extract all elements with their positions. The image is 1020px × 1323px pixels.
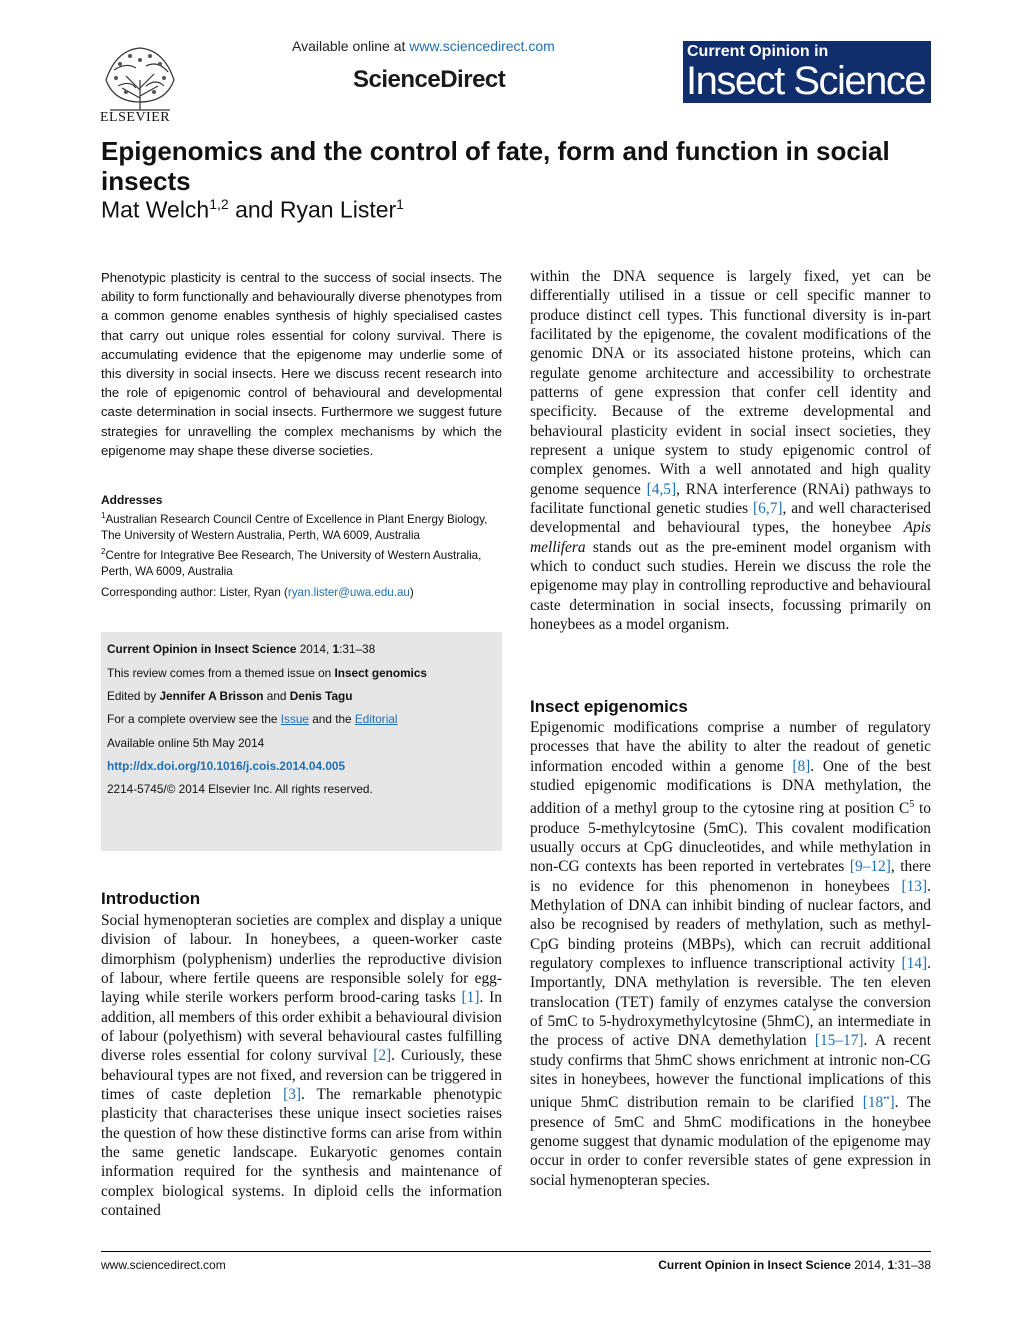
body-text: . In addition, all members of this order…: [101, 989, 502, 1065]
article-info-box: Current Opinion in Insect Science 2014, …: [101, 632, 502, 851]
corresponding-email-link[interactable]: ryan.lister@uwa.edu.au: [287, 586, 410, 599]
address-sup: 2: [101, 546, 106, 556]
infobox-journal: Current Opinion in Insect Science: [107, 642, 297, 656]
author-separator: and: [228, 196, 280, 223]
addresses-heading: Addresses: [101, 493, 163, 507]
elsevier-wordmark: ELSEVIER: [100, 110, 171, 125]
infobox-editors-and: and: [263, 689, 290, 703]
reference-link[interactable]: [9–12]: [849, 858, 891, 876]
reference-link[interactable]: [6,7]: [753, 499, 783, 517]
body-text: to produce 5-methylcytosine (5mC). This …: [530, 800, 931, 876]
body-text: Epigenomic modifications comprise a numb…: [530, 719, 931, 775]
footer-journal: Current Opinion in Insect Science: [658, 1258, 851, 1272]
body-text: , and well characterised developmental a…: [530, 499, 932, 537]
body-text: . The remarkable phenotypic plasticity t…: [101, 1085, 503, 1219]
journal-banner: Current Opinion in Insect Science: [683, 41, 931, 103]
abstract: Phenotypic plasticity is central to the …: [101, 270, 502, 458]
introduction-paragraph: Social hymenopteran societies are comple…: [101, 911, 502, 1220]
address-2: 2Centre for Integrative Bee Research, Th…: [101, 544, 502, 580]
doi-link[interactable]: http://dx.doi.org/10.1016/j.cois.2014.04…: [107, 759, 346, 773]
infobox-editor: Denis Tagu: [289, 689, 353, 703]
body-text: . A recent study confirms that 5hmC show…: [530, 1032, 931, 1112]
sciencedirect-link[interactable]: www.sciencedirect.com: [409, 38, 555, 54]
reference-link[interactable]: [2]: [373, 1047, 392, 1065]
body-text: stands out as the pre-eminent model orga…: [530, 538, 931, 633]
right-column-paragraph: within the DNA sequence is largely fixed…: [530, 267, 931, 634]
insect-epigenomics-paragraph: Epigenomic modifications comprise a numb…: [530, 718, 931, 1190]
reference-importance-marker: ••: [883, 1093, 890, 1104]
infobox-copyright: 2214-5745/© 2014 Elsevier Inc. All right…: [107, 782, 373, 796]
infobox-overview-and: and the: [308, 712, 355, 726]
reference-link[interactable]: [1]: [461, 989, 480, 1007]
reference-link[interactable]: [13]: [901, 877, 928, 895]
sciencedirect-wordmark: ScienceDirect: [353, 66, 506, 93]
infobox-editor: Jennifer A Brisson: [159, 689, 264, 703]
infobox-themed-topic: Insect genomics: [334, 666, 427, 680]
author-affiliation-sup: 1: [396, 196, 404, 212]
body-text: . One of the best studied epigenomic mod…: [530, 757, 932, 818]
available-prefix: Available online at: [292, 38, 410, 54]
infobox-pages: :31–38: [339, 642, 376, 656]
footer-pages: :31–38: [894, 1258, 931, 1272]
footer-volume: 1: [887, 1258, 895, 1272]
available-online-line: Available online at www.sciencedirect.co…: [292, 38, 555, 54]
corresponding-suffix: ): [409, 586, 414, 599]
reference-link[interactable]: [15–17]: [814, 1032, 864, 1050]
infobox-citation: Current Opinion in Insect Science 2014, …: [107, 642, 375, 656]
infobox-editors: Edited by Jennifer A Brisson and Denis T…: [107, 689, 352, 703]
address-1: 1Australian Research Council Centre of E…: [101, 508, 502, 544]
body-text: , RNA interference (RNAi) pathways to fa…: [530, 480, 931, 517]
infobox-overview-prefix: For a complete overview see the: [107, 712, 281, 726]
corresponding-prefix: Corresponding author: Lister, Ryan (: [101, 586, 288, 599]
corresponding-author: Corresponding author: Lister, Ryan (ryan…: [101, 586, 502, 599]
body-text: . Importantly, DNA methylation is revers…: [530, 955, 931, 1050]
address-text: Australian Research Council Centre of Ex…: [101, 512, 488, 542]
body-text: Social hymenopteran societies are comple…: [101, 912, 502, 1007]
infobox-overview: For a complete overview see the Issue an…: [107, 712, 398, 726]
infobox-available-date: Available online 5th May 2014: [107, 736, 265, 750]
address-text: Centre for Integrative Bee Research, The…: [101, 548, 482, 578]
issue-link[interactable]: Issue: [280, 712, 309, 726]
footer-url[interactable]: www.sciencedirect.com: [101, 1258, 226, 1272]
editorial-link[interactable]: Editorial: [354, 712, 398, 726]
infobox-edited-prefix: Edited by: [107, 689, 160, 703]
addresses: Addresses 1Australian Research Council C…: [101, 492, 502, 580]
body-text: within the DNA sequence is largely fixed…: [530, 268, 931, 498]
reference-link[interactable]: [4,5]: [646, 480, 677, 498]
body-text: , there is no evidence for this phenomen…: [530, 858, 931, 895]
footer-citation: Current Opinion in Insect Science 2014, …: [658, 1258, 931, 1272]
species-name: Apis mellifera: [530, 519, 931, 556]
reference-link[interactable]: [3]: [283, 1085, 302, 1103]
infobox-themed-issue: This review comes from a themed issue on…: [107, 666, 427, 680]
journal-banner-line1: Current Opinion in: [687, 43, 829, 60]
address-sup: 1: [101, 511, 106, 520]
footer-divider: [101, 1251, 931, 1252]
elsevier-logo: ELSEVIER: [96, 40, 184, 128]
reference-number: [18: [862, 1094, 884, 1112]
journal-banner-line2: Insect Science: [686, 59, 927, 103]
insect-epigenomics-heading: Insect epigenomics: [530, 697, 688, 716]
infobox-volume: 1: [332, 642, 340, 656]
author-name: Ryan Lister: [279, 196, 397, 223]
author-name: Mat Welch: [101, 196, 210, 223]
reference-link[interactable]: [18••]: [862, 1093, 895, 1112]
footer-year: 2014,: [850, 1258, 888, 1272]
reference-close: ]: [889, 1094, 895, 1112]
body-text: . Curiously, these behavioural types are…: [101, 1047, 502, 1103]
body-text: . Methylation of DNA can inhibit binding…: [530, 877, 931, 973]
introduction-heading: Introduction: [101, 889, 201, 908]
infobox-themed-prefix: This review comes from a themed issue on: [107, 666, 335, 680]
author-affiliation-sup: 1,2: [209, 196, 229, 212]
reference-link[interactable]: [8]: [792, 757, 811, 775]
reference-link[interactable]: [14]: [901, 955, 928, 973]
body-text: . The presence of 5mC and 5hmC modificat…: [530, 1094, 931, 1189]
article-title: Epigenomics and the control of fate, for…: [101, 136, 890, 196]
infobox-year: 2014,: [296, 642, 333, 656]
elsevier-tree-icon: [96, 40, 184, 128]
superscript: 5: [909, 799, 915, 811]
author-line: Mat Welch1,2 and Ryan Lister1: [101, 196, 404, 224]
